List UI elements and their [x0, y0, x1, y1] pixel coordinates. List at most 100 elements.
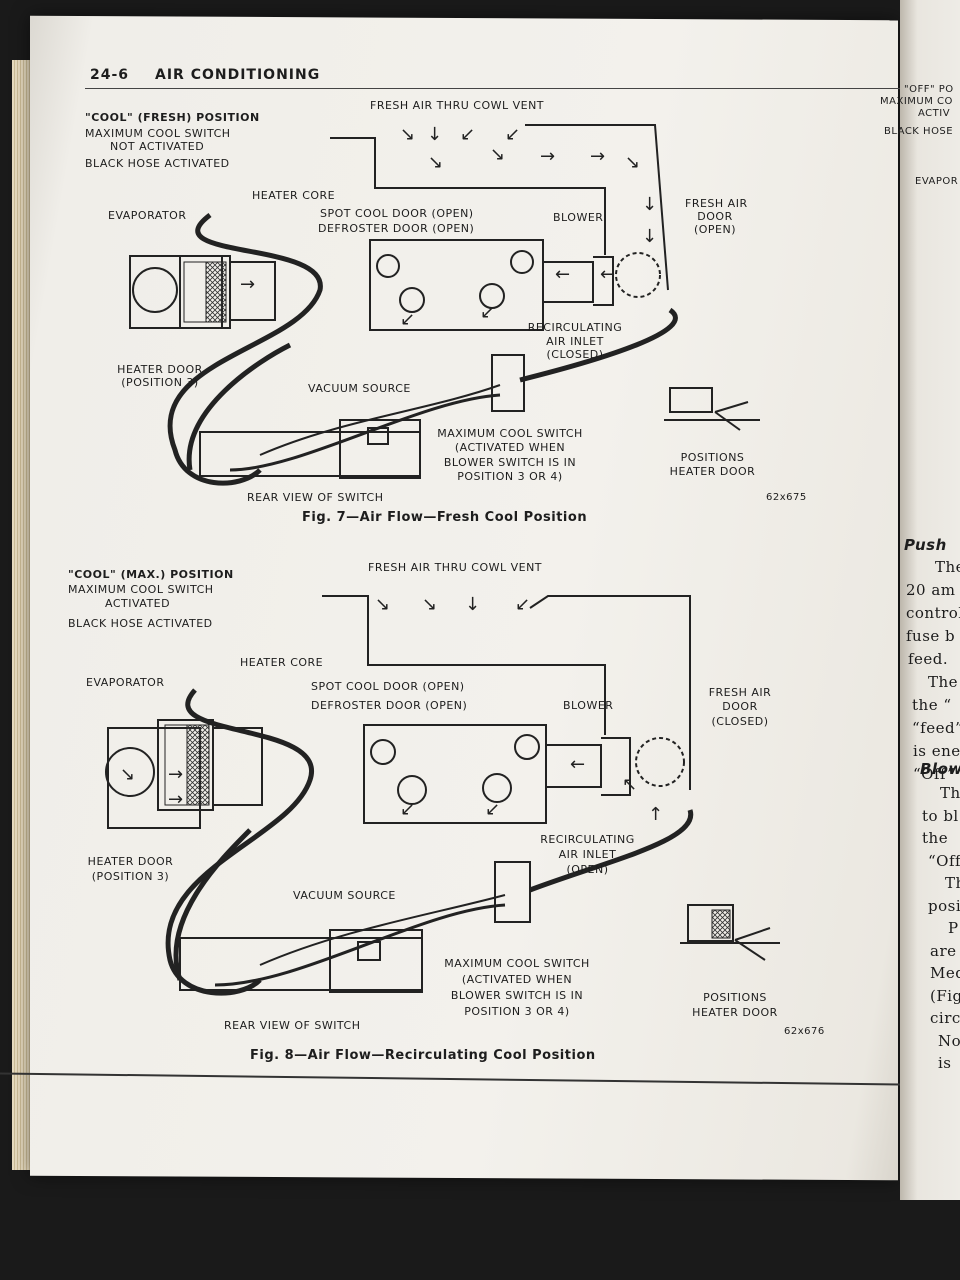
rp-line-b: the: [922, 829, 949, 847]
svg-text:↙: ↙: [505, 124, 520, 145]
fig7-recirc-label-3: (CLOSED): [546, 348, 604, 361]
fig8-recirc-label-2: AIR INLET: [558, 848, 617, 861]
svg-text:↘: ↘: [400, 124, 415, 145]
fig7-fresh-door-label-2: DOOR: [697, 210, 733, 223]
right-page: [900, 0, 960, 1200]
rp-line-a: the “: [912, 696, 952, 714]
fig8-code: 62x676: [784, 1026, 825, 1037]
fig7-code: 62x675: [766, 492, 807, 503]
svg-text:←: ←: [570, 754, 585, 775]
rp-line-a: fuse b: [906, 627, 956, 645]
svg-text:↓: ↓: [642, 194, 657, 215]
fig7-mode-line3: NOT ACTIVATED: [110, 140, 205, 153]
header-rule: [85, 88, 900, 89]
svg-text:↘: ↘: [422, 594, 437, 615]
fig8-fresh-door-label-1: FRESH AIR: [708, 686, 772, 699]
fig7-mode-line4: BLACK HOSE ACTIVATED: [85, 157, 230, 170]
fig7-evaporator-label: EVAPORATOR: [108, 209, 187, 222]
fig7-vacuum-label: VACUUM SOURCE: [308, 382, 411, 395]
fig7-recirc-label-1: RECIRCULATING: [527, 321, 623, 334]
rp-line-a: 20 am: [906, 581, 956, 599]
fig7-heater-door-label-1: HEATER DOOR: [117, 363, 203, 376]
fig7-positions-label-1: POSITIONS: [680, 451, 745, 464]
rp-line-a: The: [928, 673, 959, 691]
rp-line-b: circ: [930, 1009, 960, 1027]
fig7-fresh-door-label-3: (OPEN): [693, 223, 737, 236]
fig8-fresh-door-label-3: (CLOSED): [711, 715, 769, 728]
fig7-max-cool-label-2: (ACTIVATED WHEN: [454, 441, 566, 454]
rp-top-4: BLACK HOSE: [884, 126, 954, 137]
svg-text:↙: ↙: [480, 302, 495, 323]
fig8-recirc-label-3: (OPEN): [566, 863, 609, 876]
rp-line-b: No: [938, 1031, 960, 1050]
rp-top-1: "OFF" PO: [904, 84, 954, 95]
svg-text:←: ←: [555, 264, 570, 285]
rp-line-b: is: [938, 1054, 952, 1072]
svg-text:←: ←: [600, 264, 615, 285]
svg-text:↙: ↙: [460, 124, 475, 145]
fig8-positions-label-2: HEATER DOOR: [692, 1006, 778, 1019]
rp-line-b: P: [948, 919, 959, 937]
fig8-fresh-air-label: FRESH AIR THRU COWL VENT: [368, 561, 543, 574]
fig7-max-cool-label-3: BLOWER SWITCH IS IN: [443, 456, 577, 469]
fig7-max-cool-label-1: MAXIMUM COOL SWITCH: [437, 427, 583, 440]
fig7-caption: Fig. 7—Air Flow—Fresh Cool Position: [302, 510, 588, 525]
fig7-mode-line2: MAXIMUM COOL SWITCH: [85, 127, 231, 140]
svg-text:→: →: [168, 764, 183, 785]
fig8-heater-door-label-2: (POSITION 3): [91, 870, 170, 883]
svg-text:↘: ↘: [375, 594, 390, 615]
fig8-max-cool-label-3: BLOWER SWITCH IS IN: [450, 989, 584, 1002]
fig7-max-cool-label-4: POSITION 3 OR 4): [457, 470, 563, 483]
fig8-vacuum-label: VACUUM SOURCE: [293, 889, 396, 902]
fig7-positions-label-2: HEATER DOOR: [669, 465, 756, 478]
rp-line-a: is ene: [913, 742, 960, 760]
fig8-max-cool-label-1: MAXIMUM COOL SWITCH: [444, 957, 590, 970]
fig7-spot-cool-label: SPOT COOL DOOR (OPEN): [320, 207, 474, 220]
page-number: 24-6: [90, 67, 130, 83]
svg-text:↘: ↘: [490, 144, 505, 165]
svg-text:→: →: [240, 274, 255, 295]
fig7-heater-core-label: HEATER CORE: [252, 189, 336, 202]
rp-line-a: feed.: [908, 650, 949, 668]
fig7-mode-title: "COOL" (FRESH) POSITION: [85, 111, 260, 124]
rp-heading-blow: Blow: [920, 760, 960, 778]
fig8-positions-label-1: POSITIONS: [703, 991, 767, 1004]
rp-line-b: “Off: [928, 851, 960, 870]
svg-text:↑: ↑: [648, 804, 663, 825]
svg-text:↘: ↘: [120, 764, 135, 785]
rp-line-b: (Fig: [930, 986, 960, 1005]
rp-line-a: “feed”: [912, 719, 960, 737]
rp-line-a: control: [906, 604, 960, 622]
fig7-defroster-label: DEFROSTER DOOR (OPEN): [318, 222, 475, 235]
fig8-evaporator-label: EVAPORATOR: [86, 676, 165, 689]
fig8-heater-core-label: HEATER CORE: [240, 656, 324, 669]
rp-heading-push: Push: [904, 536, 947, 554]
svg-text:→: →: [540, 146, 555, 167]
fig7-heater-door-label-2: (POSITION 3): [121, 376, 199, 389]
fig8-heater-door-label-1: HEATER DOOR: [87, 855, 174, 868]
rp-line-b: posi: [928, 896, 960, 915]
rp-top-5: EVAPOR: [915, 176, 959, 187]
svg-text:↓: ↓: [427, 124, 442, 145]
rp-top-3: ACTIV: [918, 108, 951, 119]
fig8-max-cool-label-2: (ACTIVATED WHEN: [461, 973, 573, 986]
fig7-rear-view-label: REAR VIEW OF SWITCH: [247, 491, 384, 504]
rp-line-a: The: [935, 558, 960, 576]
fig8-mode-line2: MAXIMUM COOL SWITCH: [68, 583, 214, 596]
svg-text:↓: ↓: [642, 226, 657, 247]
rp-line-a: “Off”: [913, 765, 956, 783]
fig7-recirc-label-2: AIR INLET: [546, 335, 604, 348]
rp-line-b: Th: [940, 784, 960, 802]
fig7-fresh-air-label: FRESH AIR THRU COWL VENT: [370, 99, 545, 112]
fig8-spot-cool-label: SPOT COOL DOOR (OPEN): [311, 680, 465, 693]
fig8-caption: Fig. 8—Air Flow—Recirculating Cool Posit…: [250, 1048, 596, 1063]
fig7-fresh-door-label-1: FRESH AIR: [685, 197, 748, 210]
fig8-mode-line3: ACTIVATED: [105, 597, 171, 610]
svg-text:↙: ↙: [400, 309, 415, 330]
svg-text:↖: ↖: [622, 774, 637, 795]
rp-line-b: are: [930, 941, 957, 960]
svg-text:↙: ↙: [400, 799, 415, 820]
fig8-defroster-label: DEFROSTER DOOR (OPEN): [311, 699, 468, 712]
